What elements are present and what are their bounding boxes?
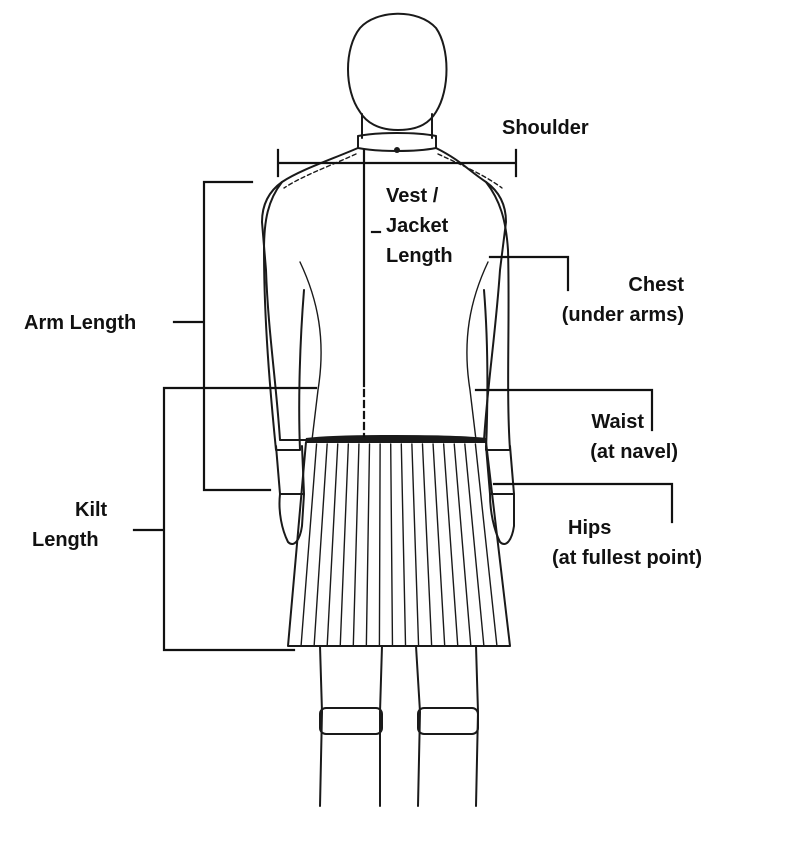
shoulder-seam-right	[437, 153, 503, 189]
chest-label-line1: Chest	[628, 274, 684, 296]
left-leg	[319, 645, 383, 807]
kilt-pleat-line	[378, 443, 381, 647]
head	[347, 12, 448, 131]
kilt-pleats	[300, 443, 498, 647]
kilt-length-guide	[132, 386, 318, 652]
right-cuff	[485, 445, 515, 495]
kilt-pleat-line	[313, 443, 328, 647]
left-sock-top	[319, 707, 383, 735]
arm-length-label: Arm Length	[24, 312, 136, 334]
kilt-pleat-line	[326, 443, 339, 647]
kilt-pleat-line	[421, 443, 433, 647]
right-arm	[483, 181, 511, 451]
kilt-pleat-line	[464, 443, 485, 647]
back-seam-left	[299, 261, 322, 441]
back-seam-right	[466, 261, 489, 441]
measurement-labels: Shoulder Vest / Jacket Length Chest (und…	[24, 117, 702, 569]
kilt-pleat-line	[442, 443, 459, 647]
kilt-pleat-line	[339, 443, 350, 647]
collar-button	[394, 147, 400, 153]
left-arm	[263, 181, 305, 451]
hips-label-line1: Hips	[568, 517, 611, 539]
left-cuff	[275, 445, 305, 495]
kilt-pleat-line	[365, 443, 371, 647]
figure-outline	[261, 12, 515, 807]
right-sock-top	[417, 707, 479, 735]
chest-guide	[488, 255, 570, 292]
shoulder-guide	[276, 148, 518, 178]
arm-length-guide	[172, 180, 272, 492]
vest-label-line3: Length	[386, 245, 453, 267]
kilt-pleat-line	[432, 443, 446, 647]
kilt-waistband	[305, 435, 487, 442]
vest-label-line1: Vest /	[386, 185, 439, 207]
kilt	[287, 441, 511, 647]
kilt-pleat-line	[400, 443, 407, 647]
vest-label-line2: Jacket	[386, 215, 449, 237]
shoulder-label: Shoulder	[502, 117, 589, 139]
waist-label-line1: Waist	[591, 411, 644, 433]
hips-label-line2: (at fullest point)	[552, 547, 702, 569]
kilt-pleat-line	[474, 443, 498, 647]
kilt-pleat-line	[300, 443, 318, 647]
shoulder-seam-left	[283, 153, 357, 189]
chest-label-line2: (under arms)	[562, 304, 684, 326]
neck	[361, 113, 433, 139]
kilt-pleat-line	[390, 443, 394, 647]
measurement-guides	[132, 148, 674, 652]
hips-guide	[492, 482, 674, 524]
kilt-pleat-line	[453, 443, 472, 647]
waist-guide	[474, 388, 654, 432]
kilt-pleat-line	[411, 443, 420, 647]
left-hand	[278, 493, 305, 545]
kilt-pleat-line	[352, 443, 360, 647]
kilt-label-line1: Kilt	[75, 499, 108, 521]
right-leg	[415, 645, 479, 807]
kilt-label-line2: Length	[32, 529, 99, 551]
right-hand	[489, 493, 515, 545]
waist-label-line2: (at navel)	[590, 441, 678, 463]
